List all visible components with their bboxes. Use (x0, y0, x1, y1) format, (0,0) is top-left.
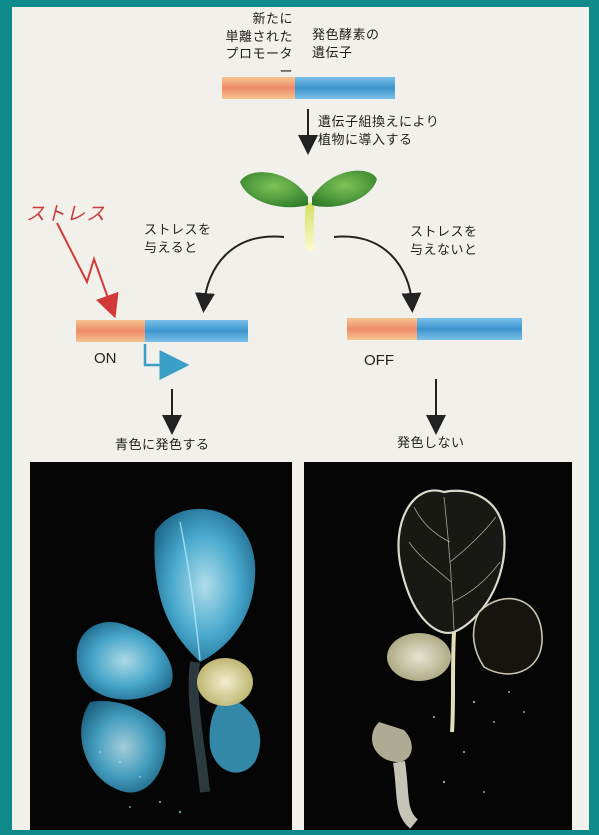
no-stress-branch-arrow (334, 237, 412, 305)
no-color-result-label: 発色しない (397, 435, 465, 453)
on-construct-bar (76, 320, 248, 342)
stress-branch-arrow (204, 237, 284, 305)
diagram-panel: 新たに 単離された プロモーター 発色酵素の 遺伝子 遺伝子組換えにより 植物に… (12, 7, 589, 830)
transform-label: 遺伝子組換えにより 植物に導入する (318, 114, 439, 149)
on-label: ON (94, 350, 117, 367)
off-label: OFF (364, 352, 394, 369)
stress-word: ストレス (26, 199, 106, 226)
diagram-graphics (12, 7, 589, 462)
gene-label: 発色酵素の 遺伝子 (312, 27, 380, 62)
promoter-label: 新たに 単離された プロモーター (215, 11, 293, 81)
without-stress-label: ストレスを 与えないと (410, 224, 478, 259)
off-construct-bar (347, 318, 522, 340)
with-stress-label: ストレスを 与えると (144, 222, 212, 257)
bent-arrow-icon (145, 344, 177, 365)
stained-plant-photo (30, 462, 292, 830)
blue-result-label: 青色に発色する (115, 437, 210, 455)
seedling-icon (240, 171, 377, 247)
lightning-arrow-icon (57, 223, 112, 309)
unstained-plant-photo (304, 462, 572, 830)
